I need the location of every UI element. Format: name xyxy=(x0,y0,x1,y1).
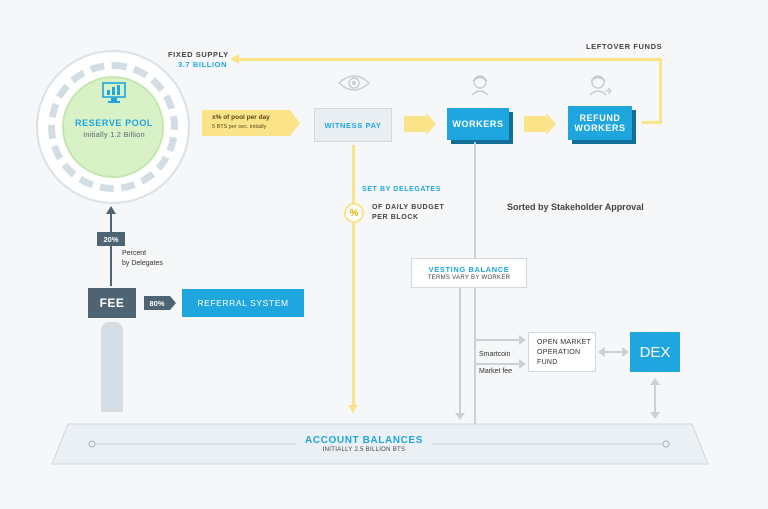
market-fee-label: Market fee xyxy=(479,368,513,375)
vesting-balance-subtitle: TERMS VARY BY WORKER xyxy=(427,275,511,281)
witness-workers-arrowhead xyxy=(426,113,436,135)
worker-icon xyxy=(471,75,489,96)
account-balances-title: ACCOUNT BALANCES xyxy=(305,435,423,446)
refund-worker-icon xyxy=(589,75,612,96)
refund-workers-line2: WORKERS xyxy=(574,123,626,133)
dex-connector-right-head xyxy=(622,347,629,357)
fixed-supply-label: FIXED SUPPLY xyxy=(168,50,229,59)
witness-pay-label: WITNESS PAY xyxy=(324,120,382,130)
open-market-line2: OPERATION xyxy=(537,349,581,356)
dex-down-arrowhead xyxy=(650,412,660,419)
reserve-pool-title: RESERVE POOL xyxy=(74,118,154,128)
workers-refund-arrowhead xyxy=(546,113,556,135)
vesting-balance-box: VESTING BALANCE TERMS VARY BY WORKER xyxy=(411,258,527,288)
percent-by-delegates-line2: by Delegates xyxy=(122,260,163,267)
fee-box: FEE xyxy=(88,288,136,318)
workers-box: WORKERS xyxy=(447,108,509,140)
market-fee-line xyxy=(476,363,520,365)
referral-system-label: REFERRAL SYSTEM xyxy=(197,298,289,308)
reserve-pool-ring xyxy=(48,62,178,192)
leftover-funds-label: LEFTOVER FUNDS xyxy=(586,42,663,51)
witness-down-arrowhead xyxy=(348,405,358,413)
reserve-up-line xyxy=(110,214,112,286)
open-market-box: OPEN MARKET OPERATION FUND xyxy=(528,332,596,372)
fixed-supply-value: 3.7 BILLION xyxy=(178,60,228,69)
percent-20-label: 20% xyxy=(103,234,119,244)
open-market-arrowhead xyxy=(519,335,526,345)
leftover-line-right xyxy=(659,58,662,124)
leftover-line-bottom xyxy=(642,121,662,124)
set-by-delegates-label: SET BY DELEGATES xyxy=(362,186,441,193)
witness-workers-arrow xyxy=(404,116,426,132)
pool-per-day-label: x% of pool per day xyxy=(212,114,270,121)
reserve-up-arrowhead xyxy=(106,206,116,214)
percent-symbol: % xyxy=(349,207,359,219)
vesting-down-line-right xyxy=(474,288,476,426)
market-fee-arrowhead xyxy=(519,359,526,369)
account-balances-label-bg xyxy=(296,433,432,457)
pool-per-day-arrow xyxy=(202,110,290,136)
percent-20-badge: 20% xyxy=(97,232,125,246)
refund-workers-line1: REFUND xyxy=(579,113,621,123)
leftover-arrowhead xyxy=(230,54,239,64)
reserve-pool-subtitle: Initially 1.2 Billion xyxy=(83,130,145,139)
dex-vertical-line xyxy=(654,384,656,414)
pool-per-day-sub: 5 BTS per sec. initially xyxy=(212,124,267,130)
workers-refund-arrow xyxy=(524,116,546,132)
referral-system-box: REFERRAL SYSTEM xyxy=(182,289,304,317)
smartcoin-label: Smartcoin xyxy=(479,351,511,358)
fee-label: FEE xyxy=(99,296,125,310)
eye-icon xyxy=(337,75,371,91)
fee-tower xyxy=(101,322,123,412)
witness-pay-box: WITNESS PAY xyxy=(314,108,392,142)
percent-80-label: 80% xyxy=(149,298,165,308)
percent-by-delegates-line1: Percent xyxy=(122,250,147,257)
dex-up-arrowhead xyxy=(650,378,660,385)
leftover-line-top xyxy=(238,58,662,61)
workers-label: WORKERS xyxy=(452,119,504,129)
vesting-down-line-left xyxy=(459,288,461,414)
open-market-line1: OPEN MARKET xyxy=(537,339,592,346)
vesting-down-arrowhead xyxy=(455,413,465,420)
monitor-chart-icon xyxy=(102,82,126,103)
dex-box: DEX xyxy=(630,332,680,372)
dex-label: DEX xyxy=(639,343,671,361)
daily-budget-line1: OF DAILY BUDGET xyxy=(372,204,445,211)
vesting-balance-title: VESTING BALANCE xyxy=(428,265,510,274)
pool-per-day-arrowhead xyxy=(290,110,300,136)
percent-icon: % xyxy=(344,203,364,223)
sorted-by-label: Sorted by Stakeholder Approval xyxy=(507,202,644,212)
open-market-line3: FUND xyxy=(537,359,558,366)
dex-connector xyxy=(604,351,624,353)
percent-80-arrow: 80% xyxy=(144,296,170,310)
account-balances-subtitle: INITIALLY 2.5 BILLION BTS xyxy=(322,447,406,453)
dex-connector-left-head xyxy=(598,347,605,357)
refund-workers-box: REFUND WORKERS xyxy=(568,106,632,140)
workers-vertical-line xyxy=(474,142,476,258)
daily-budget-line2: PER BLOCK xyxy=(372,214,419,221)
open-market-connector xyxy=(474,339,520,341)
percent-80-arrowhead xyxy=(170,296,176,310)
witness-vertical-line xyxy=(352,145,355,407)
